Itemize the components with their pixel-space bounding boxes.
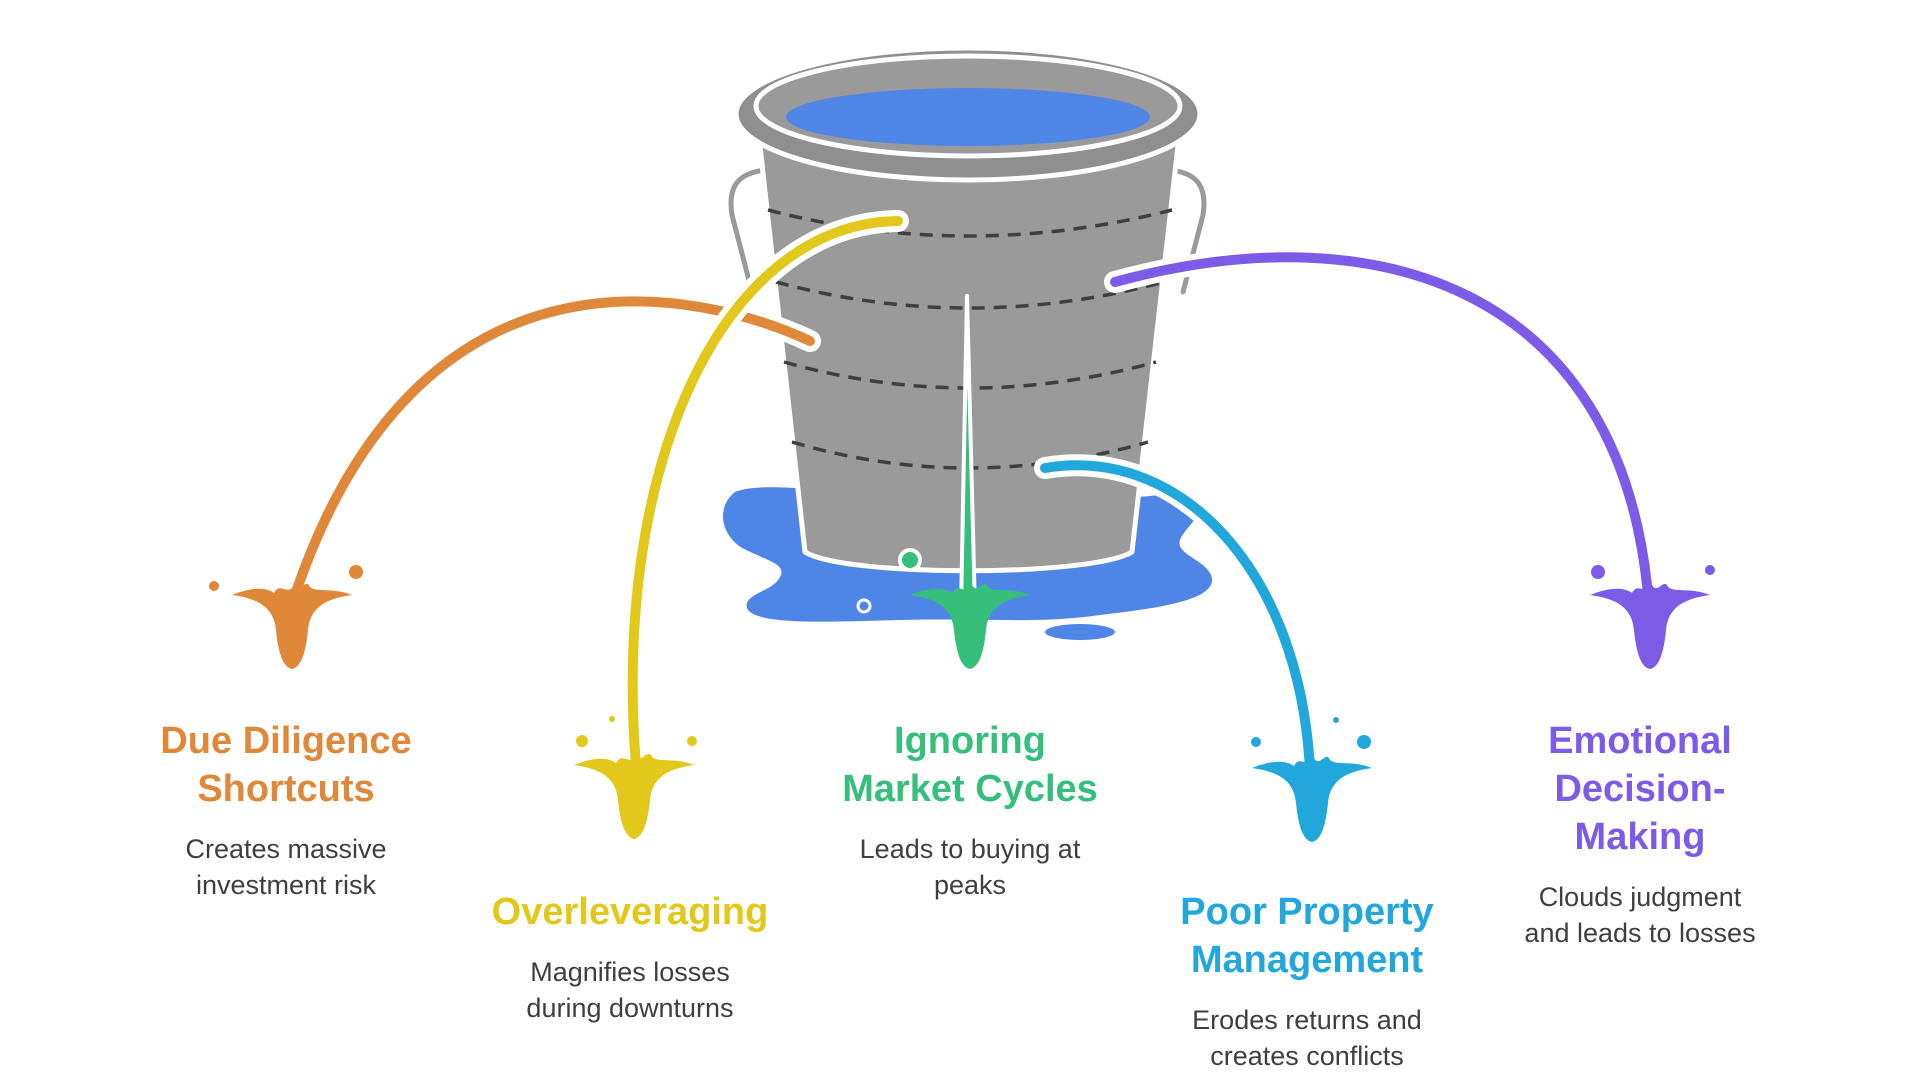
item-description: Erodes returns and creates conflicts — [1192, 1005, 1422, 1071]
item-market-cycles: Ignoring Market Cycles Leads to buying a… — [790, 717, 1150, 903]
item-title: Poor Property Management — [1180, 891, 1434, 981]
item-due-diligence: Due Diligence Shortcuts Creates massive … — [106, 717, 466, 903]
item-title: Due Diligence Shortcuts — [160, 720, 412, 810]
puddle-drop-large — [1045, 624, 1115, 640]
item-title: Emotional Decision- Making — [1548, 720, 1732, 858]
item-property-management: Poor Property Management Erodes returns … — [1127, 888, 1487, 1074]
item-overleveraging: Overleveraging Magnifies losses during d… — [450, 888, 810, 1026]
splash-due-diligence — [209, 565, 363, 669]
splash-property-management — [1251, 717, 1372, 842]
bucket-water — [786, 88, 1150, 146]
item-emotional: Emotional Decision- Making Clouds judgme… — [1460, 717, 1820, 951]
item-description: Leads to buying at peaks — [859, 834, 1081, 900]
splash-overleveraging — [574, 716, 697, 839]
item-description: Clouds judgment and leads to losses — [1524, 882, 1756, 948]
item-title: Overleveraging — [491, 891, 769, 933]
splashes — [209, 548, 1715, 842]
stream-emotional — [1104, 246, 1659, 606]
splash-market-cycles — [898, 548, 1030, 669]
item-description: Creates massive investment risk — [185, 834, 387, 900]
item-title: Ignoring Market Cycles — [842, 720, 1098, 810]
leak-streams — [284, 210, 1659, 781]
splash-emotional — [1590, 565, 1715, 669]
item-description: Magnifies losses during downturns — [526, 957, 734, 1023]
puddle-droplet-ring-small — [856, 598, 872, 614]
puddle-drop-small — [1018, 608, 1042, 616]
stream-due-diligence — [284, 290, 821, 606]
